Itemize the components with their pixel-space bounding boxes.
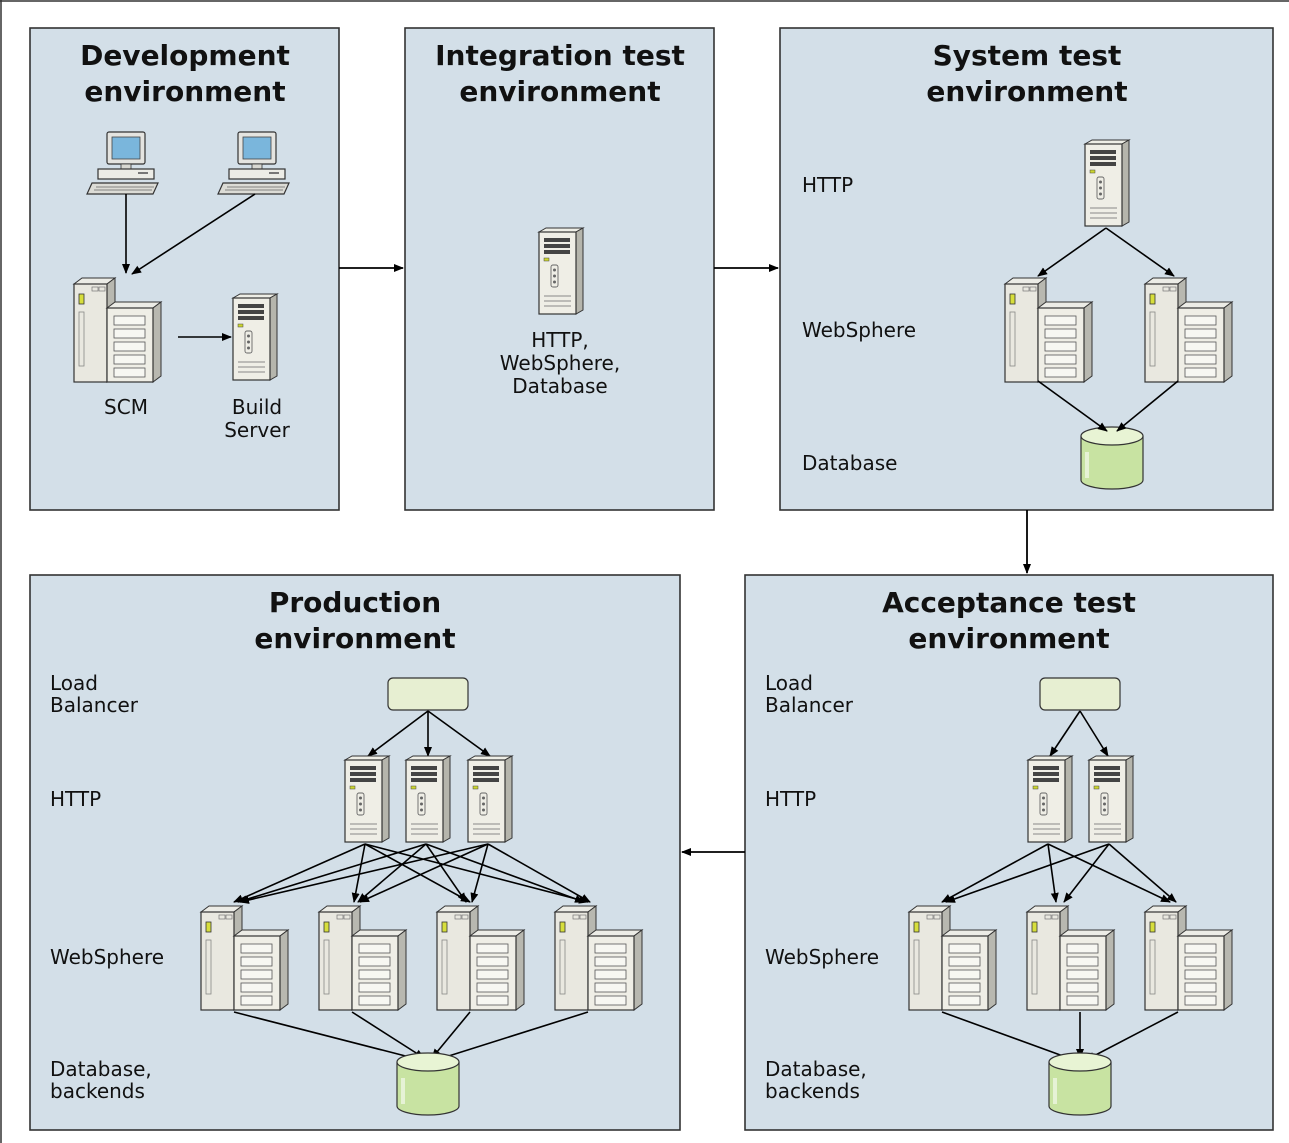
acceptance-panel: Acceptance test environment Load Balance… [744, 574, 1274, 1131]
websphere-to-database-arrows [233, 1011, 589, 1062]
build-server-label-line2: Server [224, 418, 290, 442]
system-test-panel: System test environment HTTP WebSphere D… [779, 27, 1274, 511]
database-icon [1079, 425, 1145, 491]
integration-title-line1: Integration test [435, 39, 685, 72]
connector-arrow [1079, 710, 1109, 757]
production-panel: Production environment Load Balancer HTT… [29, 574, 681, 1131]
acceptance-websphere-tier-label: WebSphere [765, 945, 879, 969]
integration-server-label-line2: WebSphere, [500, 351, 620, 375]
acceptance-db-tier-label-line1: Database, [765, 1057, 867, 1081]
system-title-line1: System test [933, 39, 1122, 72]
integration-server-label-line1: HTTP, [531, 328, 589, 352]
http-to-websphere-arrows [233, 843, 591, 904]
production-websphere-tier-label: WebSphere [50, 945, 164, 969]
production-lb-tier-label-line1: Load [50, 671, 98, 695]
acceptance-title-line1: Acceptance test [882, 586, 1136, 619]
scm-label: SCM [104, 395, 148, 419]
websphere-to-database-arrows [941, 1011, 1179, 1061]
database-icon [1047, 1051, 1113, 1117]
tower-server-icon [1088, 755, 1134, 843]
development-title-line2: environment [84, 75, 285, 108]
build-server-label-line1: Build [232, 395, 282, 419]
production-lb-tier-label-line2: Balancer [50, 693, 139, 717]
system-http-tier-label: HTTP [802, 173, 853, 197]
tower-server-icon [1084, 139, 1130, 227]
acceptance-lb-tier-label-line2: Balancer [765, 693, 854, 717]
tower-server-icon [467, 755, 513, 843]
tower-server-icon [232, 293, 278, 381]
connector-arrow [1049, 710, 1081, 757]
system-websphere-tier-label: WebSphere [802, 318, 916, 342]
production-http-tier-label: HTTP [50, 787, 101, 811]
production-db-tier-label-line2: backends [50, 1079, 145, 1103]
database-icon [395, 1051, 461, 1117]
tower-server-icon [538, 227, 584, 315]
acceptance-http-tier-label: HTTP [765, 787, 816, 811]
acceptance-lb-tier-label-line1: Load [765, 671, 813, 695]
production-db-tier-label-line1: Database, [50, 1057, 152, 1081]
production-title-line2: environment [254, 622, 455, 655]
connector-arrow [1105, 227, 1175, 277]
load-balancer-icon [387, 677, 469, 711]
tower-server-icon [344, 755, 390, 843]
production-title-line1: Production [269, 586, 441, 619]
integration-server-label-line3: Database [512, 374, 607, 398]
integration-title-line2: environment [459, 75, 660, 108]
connector-arrow [131, 193, 256, 275]
integration-panel: Integration test environment HTTP, WebSp… [404, 27, 715, 511]
acceptance-title-line2: environment [908, 622, 1109, 655]
system-title-line2: environment [926, 75, 1127, 108]
connector-arrow [1037, 227, 1107, 277]
system-database-tier-label: Database [802, 451, 897, 475]
connector-arrow [367, 710, 429, 757]
http-to-websphere-arrows [941, 843, 1177, 903]
tower-server-icon [1027, 755, 1073, 843]
development-panel: Development environment SCM Build Server [29, 27, 340, 511]
connector-arrow [427, 710, 491, 757]
connector-arrow [1116, 380, 1179, 432]
acceptance-db-tier-label-line2: backends [765, 1079, 860, 1103]
development-title-line1: Development [80, 39, 290, 72]
connector-arrow [1037, 380, 1108, 432]
load-balancer-icon [1039, 677, 1121, 711]
tower-server-icon [405, 755, 451, 843]
